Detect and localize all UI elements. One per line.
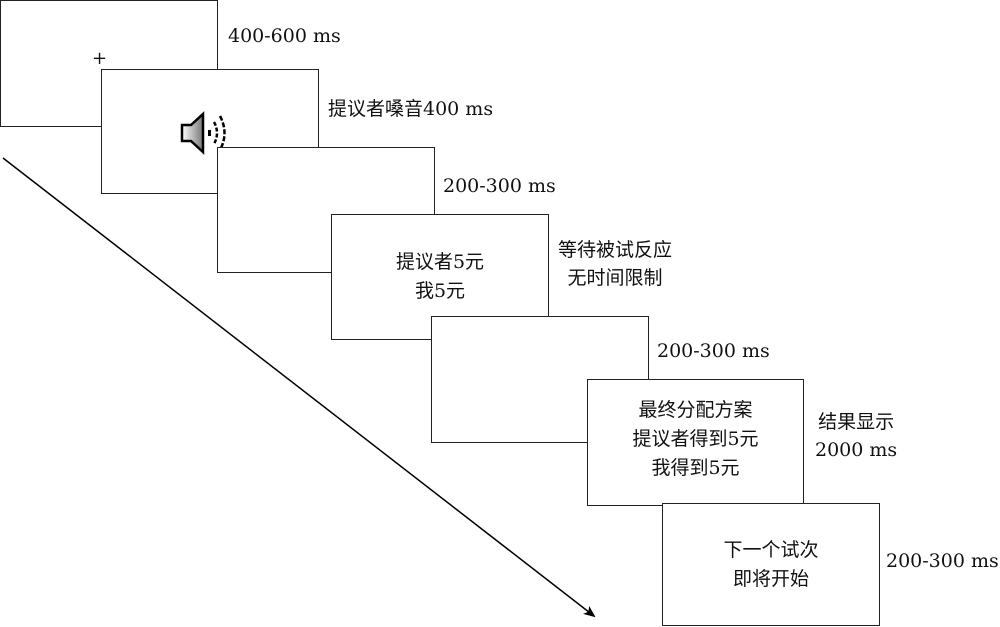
- duration-label-offer: 等待被试反应 无时间限制: [558, 236, 672, 292]
- duration-label-blank-1: 200-300 ms: [443, 175, 556, 197]
- duration-label-next-trial: 200-300 ms: [886, 550, 999, 572]
- frame-result: 最终分配方案 提议者得到5元 我得到5元: [587, 379, 804, 506]
- duration-label-proposer-noise: 提议者嗓音400 ms: [328, 98, 494, 120]
- speaker-icon: [180, 110, 226, 155]
- duration-label-result: 结果显示 2000 ms: [815, 408, 897, 464]
- duration-line-1: 等待被试反应: [558, 239, 673, 261]
- next-trial-line-2: 即将开始: [732, 567, 809, 590]
- duration-line-2: 无时间限制: [567, 267, 663, 289]
- result-line-title: 最终分配方案: [638, 399, 753, 421]
- frame-next-trial: 下一个试次 即将开始: [662, 503, 880, 626]
- duration-label-fixation: 400-600 ms: [228, 25, 341, 47]
- result-line-proposer: 提议者得到5元: [632, 428, 759, 450]
- next-trial-line-1: 下一个试次: [723, 538, 819, 561]
- offer-line-self: 我5元: [414, 280, 466, 302]
- offer-line-proposer: 提议者5元: [395, 251, 485, 273]
- result-line-self: 我得到5元: [651, 457, 740, 479]
- fixation-cross: +: [92, 48, 108, 69]
- duration-line-2: 2000 ms: [815, 439, 898, 461]
- duration-line-1: 结果显示: [818, 411, 895, 433]
- duration-label-blank-2: 200-300 ms: [657, 340, 770, 362]
